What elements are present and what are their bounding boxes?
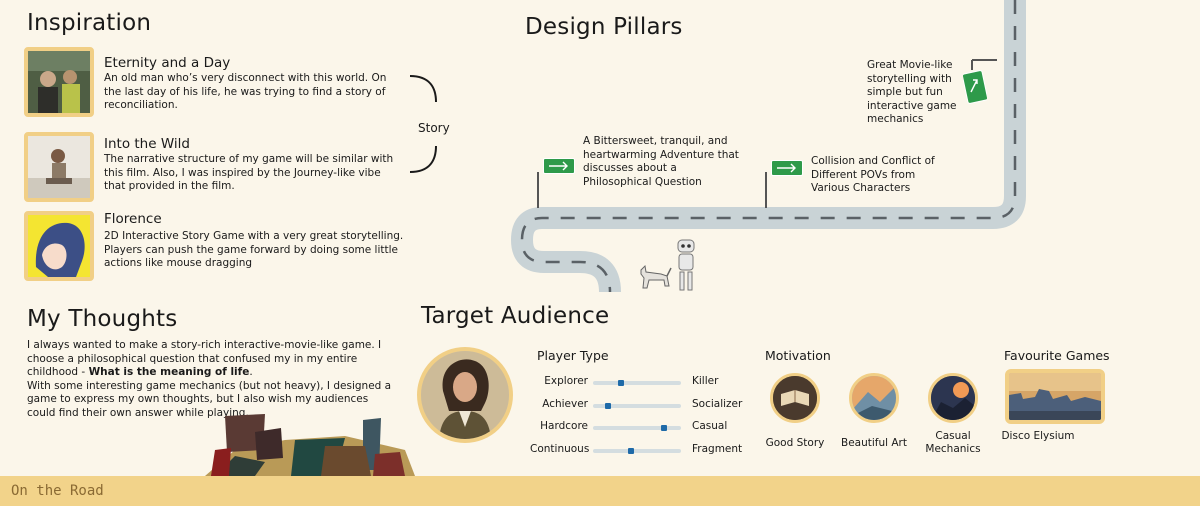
inspiration-heading: Inspiration [27,10,152,36]
player-type-left-label: Hardcore [540,420,588,432]
player-type-slider[interactable] [593,402,681,409]
thoughts-text-end: . [249,366,253,378]
design-pillars-heading: Design Pillars [525,14,683,40]
favourite-game-label: Disco Elysium [1001,430,1075,442]
road-sign-icon [963,70,987,104]
my-thoughts-body: I always wanted to make a story-rich int… [27,339,395,420]
inspiration-description: 2D Interactive Story Game with a very gr… [104,230,404,269]
player-type-right-label: Casual [692,420,728,432]
robot-icon [677,239,695,291]
eternity-and-a-day-thumbnail [24,47,94,117]
road-sign-icon [543,158,575,174]
player-type-right-label: Socializer [692,397,743,410]
motivation-label: Good Story [765,437,825,449]
road-illustration [510,0,1026,293]
favourite-games-title: Favourite Games [1004,348,1110,363]
target-audience-heading: Target Audience [421,303,610,329]
player-type-right-label: Fragment [692,442,743,455]
slider-knob[interactable] [605,402,612,409]
player-type-left-label: Explorer [544,375,588,387]
footer-bar: On the Road [0,476,1200,506]
thoughts-text: I always wanted to make a story-rich int… [27,339,382,378]
player-type-slider[interactable] [593,380,681,386]
player-type-slider[interactable] [593,447,681,454]
design-pillar-text: A Bittersweet, tranquil, and heartwarmin… [583,135,739,188]
florence-thumbnail [24,211,94,281]
player-type-title: Player Type [537,348,609,363]
thoughts-text: With some interesting game mechanics (bu… [27,379,392,419]
disco-elysium-image [1005,369,1105,424]
beautiful-art-image [849,373,899,423]
inspiration-title: Into the Wild [104,136,190,152]
my-thoughts-heading: My Thoughts [27,306,178,332]
design-pillar-text: Collision and Conflict of Different POVs… [811,155,935,194]
story-label: Story [418,121,450,135]
game-scene-icon [931,376,975,420]
city-scene-icon [1009,373,1101,420]
inspiration-description: An old man who’s very disconnect with th… [104,72,387,111]
inspiration-title: Eternity and a Day [104,55,231,71]
slider-knob[interactable] [661,425,668,431]
footer-label: On the Road [11,483,104,499]
slider-knob[interactable] [617,380,624,386]
motivation-label: Casual Mechanics [925,430,981,455]
player-type-left-label: Continuous [530,442,590,455]
story-bracket [409,75,437,173]
player-type-left-label: Achiever [542,397,588,410]
thoughts-emphasis: What is the meaning of life [88,366,250,378]
player-type-right-label: Killer [692,375,719,387]
inspiration-description: The narrative structure of my game will … [104,153,394,192]
persona-avatar [417,347,513,443]
inspiration-title: Florence [104,211,162,227]
motivation-label: Beautiful Art [840,437,907,449]
open-book-icon [773,376,817,420]
casual-mechanics-image [928,373,978,423]
player-type-slider[interactable] [593,425,681,431]
film-still-image [28,51,90,113]
good-story-image [770,373,820,423]
game-art-image [28,215,90,277]
slider-knob[interactable] [628,447,635,454]
low-poly-illustration [205,414,415,476]
persona-portrait-image [421,351,509,439]
design-pillar-text: Great Movie-like storytelling with simpl… [867,59,957,125]
road-sign-icon [771,160,803,176]
motivation-title: Motivation [765,348,831,363]
cat-icon [640,264,672,289]
into-the-wild-thumbnail [24,132,94,202]
film-still-image [28,136,90,198]
landscape-icon [852,376,896,420]
